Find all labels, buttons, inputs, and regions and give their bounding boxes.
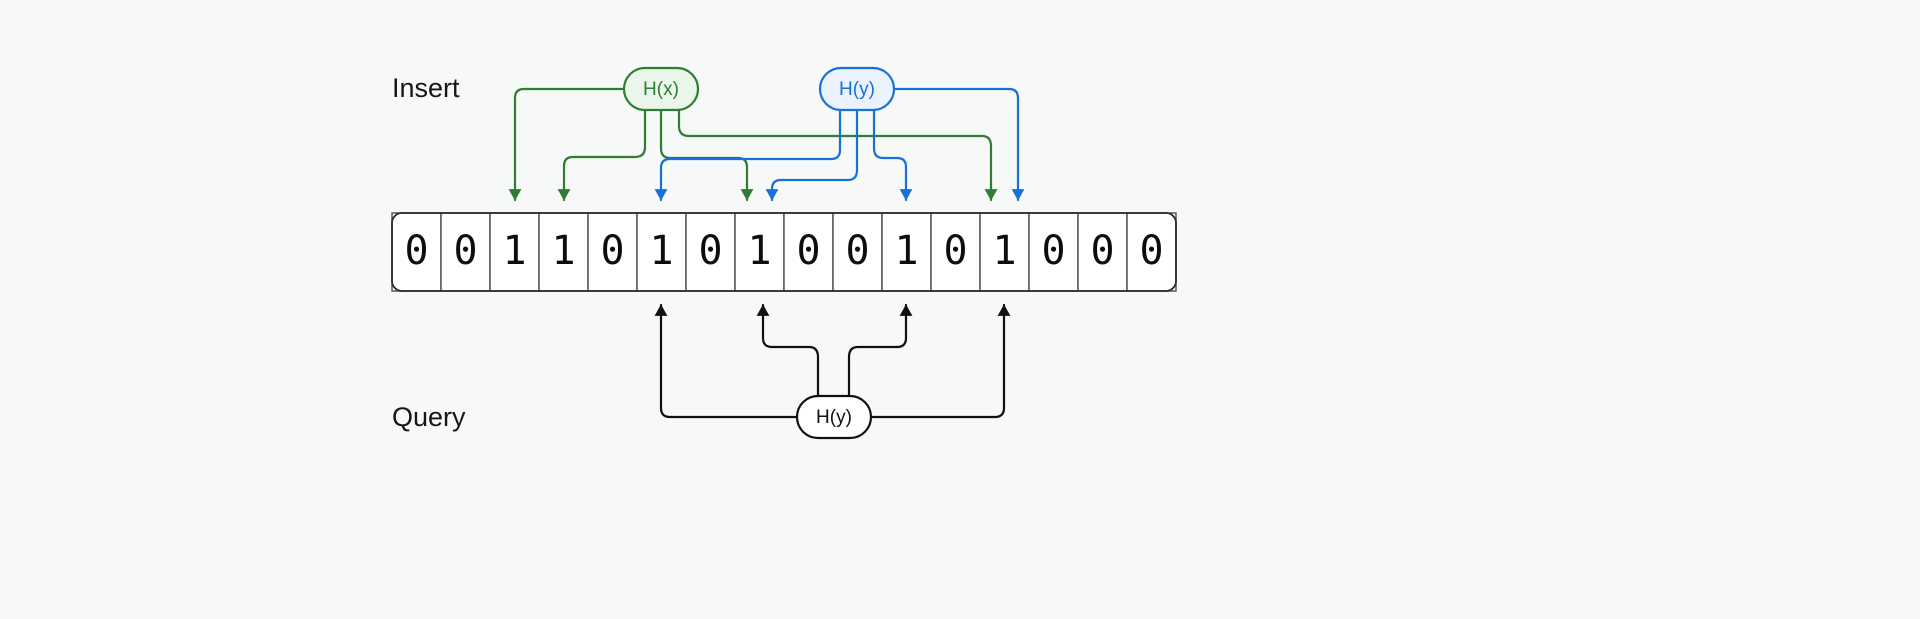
query-hy-wires bbox=[654, 303, 1011, 419]
insert-label: Insert bbox=[392, 73, 460, 103]
hy-wire-cell-12 bbox=[892, 87, 1025, 202]
bit-cell[interactable] bbox=[881, 212, 932, 292]
bit-value: 0 bbox=[453, 228, 477, 274]
query-hy-label: H(y) bbox=[816, 407, 852, 428]
bit-value: 0 bbox=[404, 228, 428, 274]
query-wire-cell-12 bbox=[869, 303, 1011, 419]
bit-value: 1 bbox=[992, 228, 1016, 274]
hy-wire-cell-10 bbox=[872, 108, 913, 202]
insert-hy-label: H(y) bbox=[839, 79, 875, 100]
hx-wire-cell-7 bbox=[659, 108, 754, 202]
insert-hy-wires bbox=[654, 87, 1025, 202]
node-insert-hx[interactable]: H(x) bbox=[622, 66, 700, 112]
bit-value: 1 bbox=[551, 228, 575, 274]
hy-wire-cell-8 bbox=[765, 108, 859, 202]
bit-value: 1 bbox=[502, 228, 526, 274]
bit-value: 0 bbox=[1041, 228, 1065, 274]
bit-value: 0 bbox=[943, 228, 967, 274]
insert-hy-shape bbox=[818, 66, 896, 112]
query-label: Query bbox=[392, 402, 466, 432]
node-insert-hy[interactable]: H(y) bbox=[818, 66, 896, 112]
query-wire-cell-10 bbox=[847, 303, 913, 398]
node-query-hy[interactable]: H(y) bbox=[795, 394, 873, 440]
hx-wire-cell-12 bbox=[677, 108, 998, 202]
query-wire-cell-5 bbox=[654, 303, 799, 419]
query-hy-shape bbox=[795, 394, 873, 440]
insert-hx-shape bbox=[622, 66, 700, 112]
bit-value: 0 bbox=[600, 228, 624, 274]
insert-hx-wires bbox=[508, 87, 998, 202]
bit-value: 0 bbox=[1139, 228, 1163, 274]
bit-cell[interactable] bbox=[734, 212, 785, 292]
bit-value: 0 bbox=[1090, 228, 1114, 274]
bit-value: 0 bbox=[796, 228, 820, 274]
bit-value: 0 bbox=[698, 228, 722, 274]
hx-wire-cell-3 bbox=[557, 108, 647, 202]
bit-value: 0 bbox=[845, 228, 869, 274]
bit-value: 1 bbox=[649, 228, 673, 274]
bit-array-outline bbox=[391, 212, 1177, 292]
bit-value: 1 bbox=[894, 228, 918, 274]
query-wire-cell-8 bbox=[756, 303, 820, 398]
hx-wire-cell-2 bbox=[508, 87, 626, 202]
hy-wire-cell-5 bbox=[654, 108, 842, 202]
bit-value: 1 bbox=[747, 228, 771, 274]
insert-hx-label: H(x) bbox=[643, 79, 679, 100]
